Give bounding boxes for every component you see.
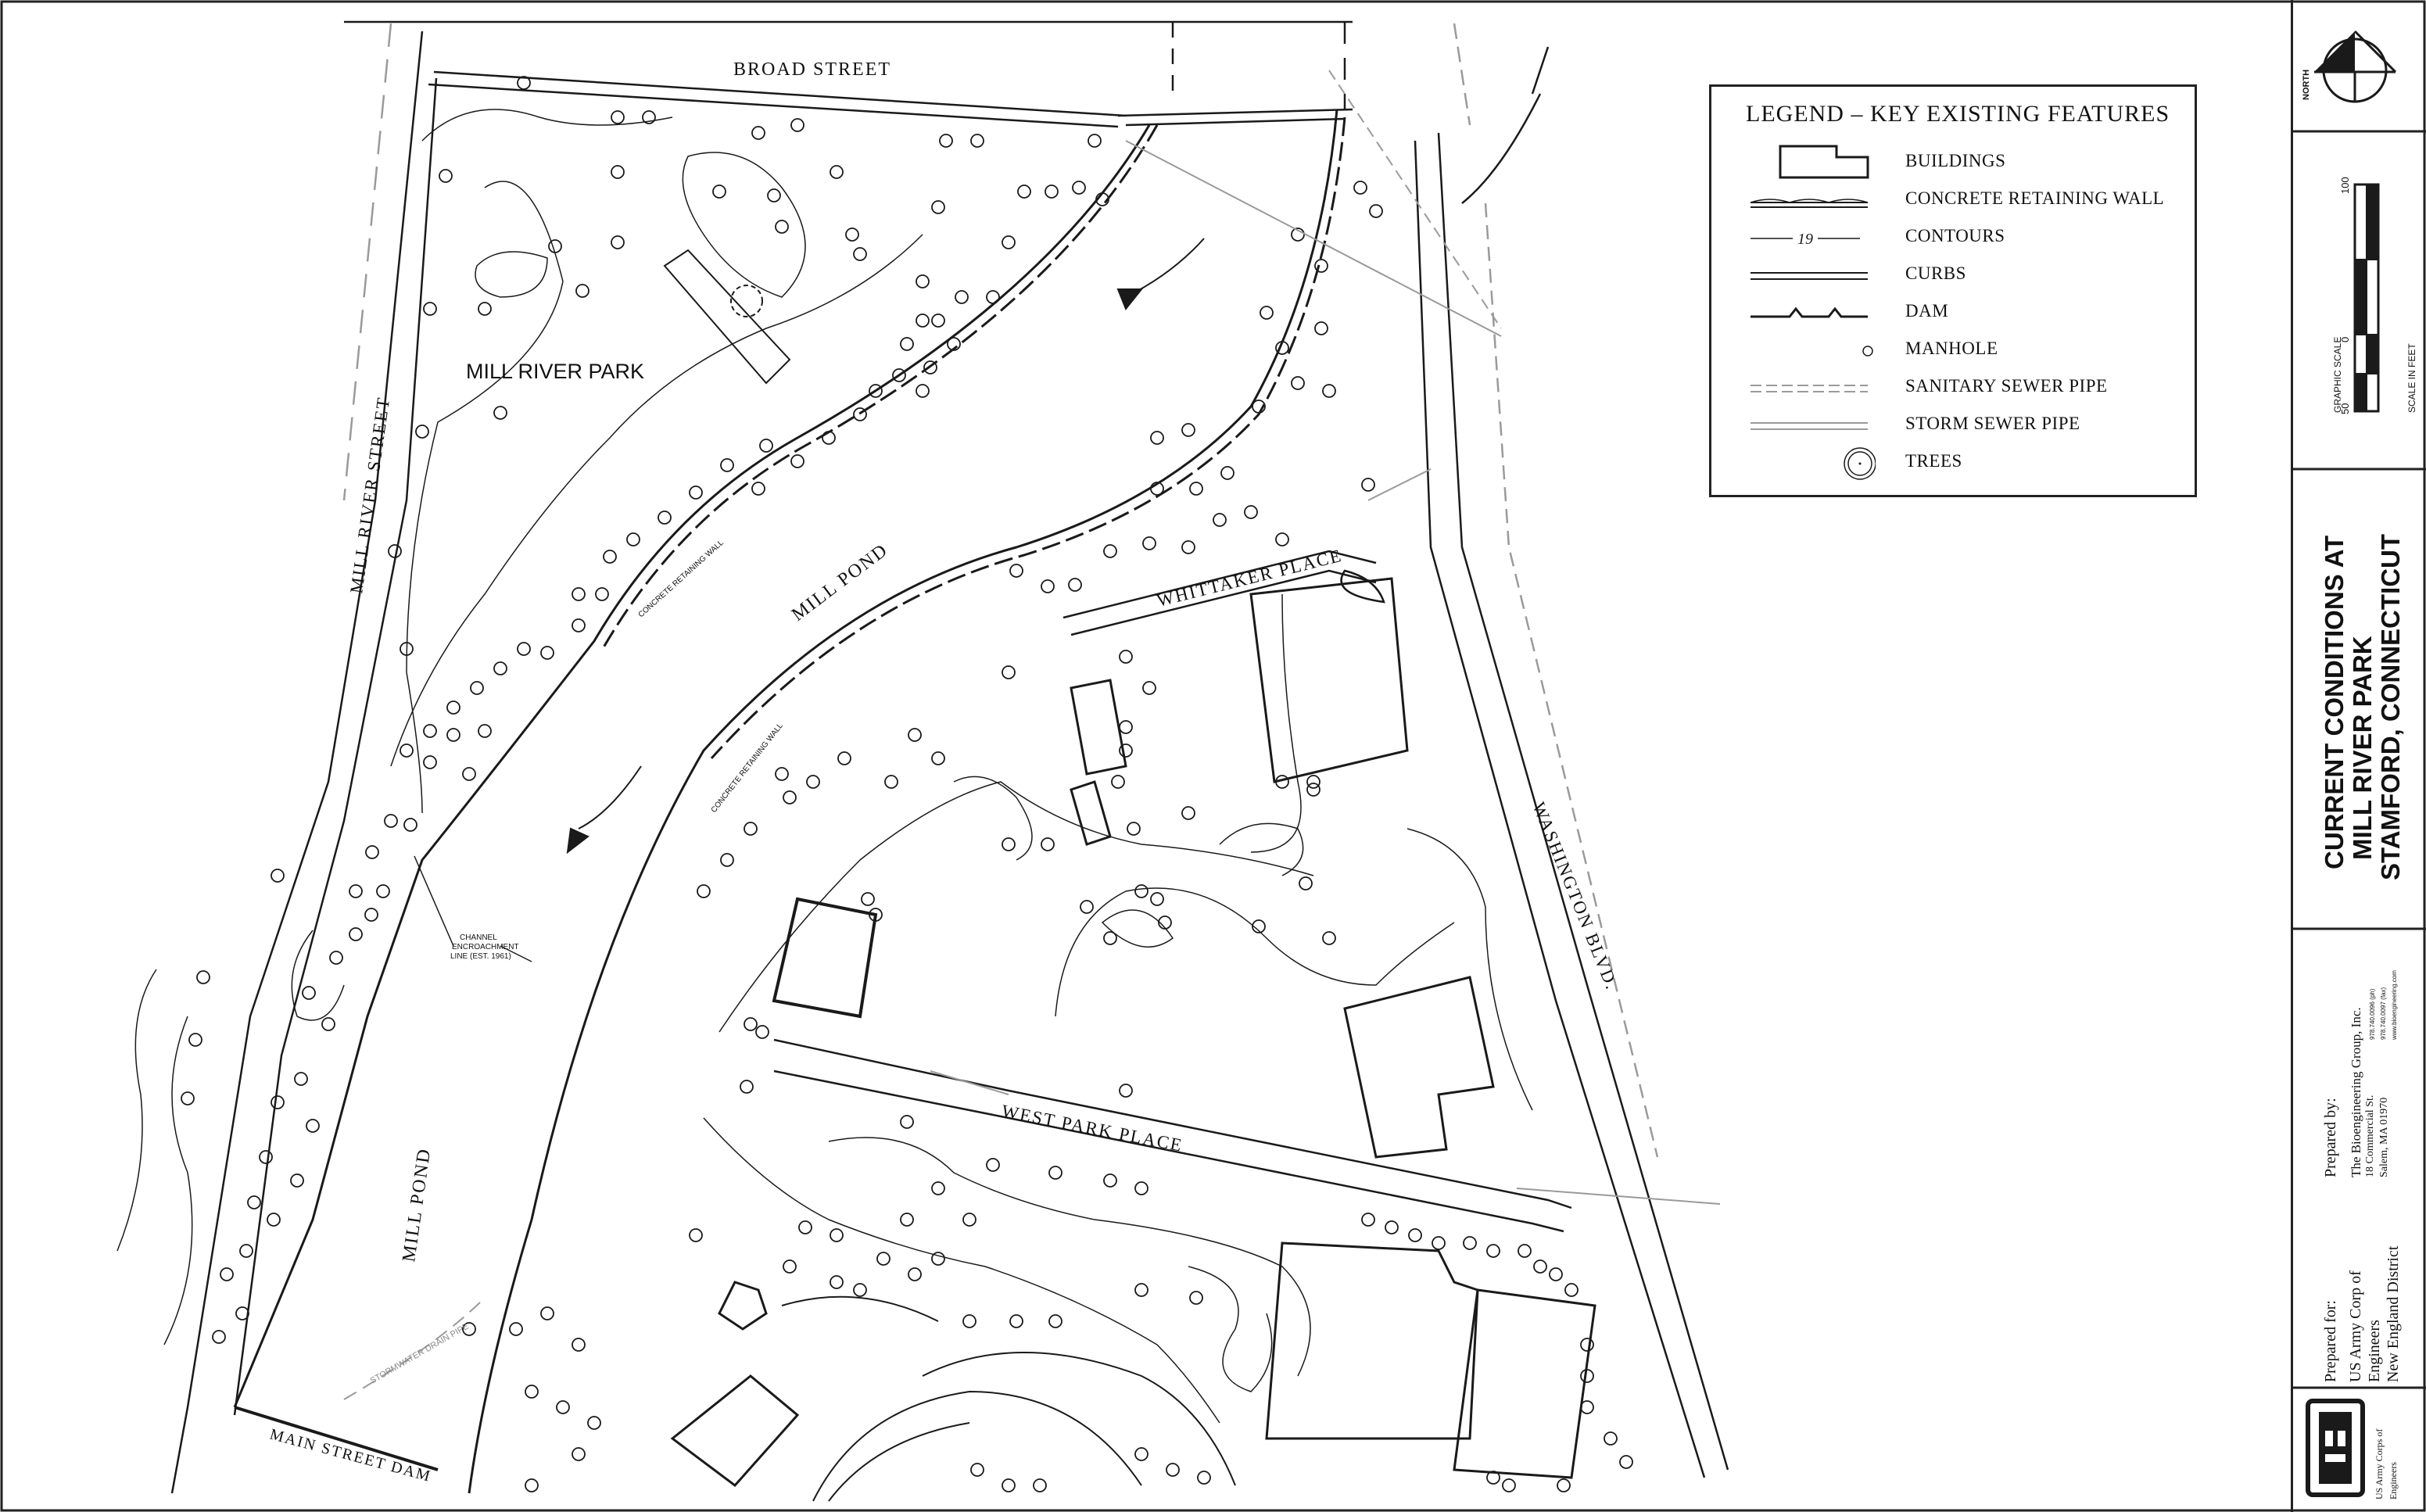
- label-mill-river-street: MILL RIVER STREET: [346, 396, 393, 595]
- legend-item-contours: 19 CONTOURS: [1711, 218, 2195, 256]
- label-storm-drain: STORMWATER DRAIN PIPE: [369, 1321, 471, 1385]
- utility-lines: [343, 70, 1721, 1400]
- legend-label-trees: TREES: [1905, 451, 1962, 471]
- label-mill-pond-upper: MILL POND: [788, 539, 892, 625]
- legend-title: LEGEND – KEY EXISTING FEATURES: [1746, 101, 2170, 127]
- scale-tick-50: 50: [2339, 403, 2351, 414]
- prepared-by-line-3: Salem, MA 01970: [2378, 1097, 2390, 1177]
- graphic-scale-bar: [2353, 183, 2380, 413]
- title-line-3: STAMFORD, CONNECTICUT: [2376, 533, 2405, 880]
- legend-item-retaining-wall: CONCRETE RETAINING WALL: [1711, 181, 2195, 218]
- map-labels: BROAD STREET MILL RIVER PARK MILL RIVER …: [268, 59, 1622, 1485]
- legend-label-storm-sewer: STORM SEWER PIPE: [1905, 414, 2080, 433]
- title-block: [2291, 130, 2426, 1389]
- legend: LEGEND – KEY EXISTING FEATURES BUILDINGS…: [1709, 84, 2197, 497]
- west-park-place-road: [773, 1038, 1572, 1233]
- washington-blvd-road: [1414, 23, 1729, 1478]
- prepared-by-line-1: The Bioengineering Group, Inc.: [2349, 1007, 2363, 1177]
- prepared-for-line-2: Engineers: [2366, 1320, 2383, 1382]
- logo-text-line-2: Engineers: [2388, 1462, 2399, 1499]
- prepared-by-website: www.bioengineering.com: [2391, 970, 2398, 1040]
- legend-item-dam: DAM: [1711, 293, 2195, 331]
- prepared-by-heading: Prepared by:: [2322, 1098, 2339, 1177]
- title-block-panel: [2291, 0, 2426, 1512]
- buildings: [663, 249, 1596, 1488]
- legend-item-curbs: CURBS: [1711, 256, 2195, 293]
- building-symbol-icon: [1779, 145, 1869, 179]
- title-line-1: CURRENT CONDITIONS AT: [2320, 535, 2349, 869]
- legend-label-dam: DAM: [1905, 301, 1949, 321]
- prepared-by-fax: 978.740.0097 (fax): [2380, 987, 2387, 1040]
- label-channel-1: CHANNEL: [460, 933, 497, 942]
- contour-lines: [116, 109, 1533, 1424]
- legend-label-retaining-wall: CONCRETE RETAINING WALL: [1905, 188, 2165, 208]
- corps-logo: [2306, 1399, 2365, 1497]
- flow-arrows: [566, 238, 1205, 855]
- park-paths: [390, 234, 923, 767]
- scale-tick-100: 100: [2339, 177, 2351, 194]
- retaining-wall-symbol-icon: [1750, 199, 1869, 208]
- legend-label-contours: CONTOURS: [1905, 226, 2005, 245]
- label-channel-3: LINE (EST. 1961): [450, 952, 511, 961]
- tree-symbol-icon: [1844, 447, 1876, 480]
- channel-leader-line: [414, 855, 532, 962]
- legend-label-buildings: BUILDINGS: [1905, 151, 2006, 170]
- legend-label-manhole: MANHOLE: [1905, 339, 1998, 358]
- prepared-for-line-1: US Army Corp of: [2347, 1270, 2364, 1382]
- label-channel-2: ENCROACHMENT: [452, 943, 519, 951]
- sanitary-sewer-symbol-icon: [1751, 385, 1868, 392]
- prepared-by-phone: 978.740.0096 (ph): [2369, 988, 2376, 1040]
- label-mill-river-park: MILL RIVER PARK: [466, 360, 644, 383]
- prepared-by-line-2: 18 Commercial St.: [2364, 1095, 2376, 1177]
- legend-item-trees: TREES: [1711, 443, 2195, 481]
- mill-river-street-road: [170, 23, 438, 1494]
- legend-item-buildings: BUILDINGS: [1711, 143, 2195, 181]
- legend-item-storm-sewer: STORM SEWER PIPE: [1711, 406, 2195, 443]
- label-west-park-place: WEST PARK PLACE: [1000, 1101, 1184, 1155]
- logo-text-line-1: US Army Corps of: [2374, 1428, 2385, 1499]
- parking-lot: [781, 1295, 1236, 1502]
- label-whittaker-place: WHITTAKER PLACE: [1155, 546, 1344, 611]
- curb-symbol-icon: [1751, 272, 1868, 280]
- label-mill-pond-lower: MILL POND: [399, 1147, 435, 1263]
- legend-item-manhole: MANHOLE: [1711, 331, 2195, 368]
- contour-sample-label: 19: [1797, 231, 1813, 248]
- label-washington-blvd: WASHINGTON BLVD.: [1528, 800, 1622, 994]
- scale-tick-0: 0: [2339, 336, 2351, 342]
- dam-symbol-icon: [1751, 306, 1868, 318]
- legend-label-curbs: CURBS: [1905, 263, 1966, 283]
- scale-caption: GRAPHIC SCALE: [2332, 336, 2343, 413]
- prepared-for-line-3: New England District: [2385, 1245, 2402, 1382]
- north-arrow-icon: [2314, 30, 2397, 103]
- legend-item-sanitary-sewer: SANITARY SEWER PIPE: [1711, 368, 2195, 406]
- label-broad-street: BROAD STREET: [733, 59, 891, 80]
- manhole-symbol-icon: [1862, 346, 1873, 357]
- prepared-for-heading: Prepared for:: [2322, 1300, 2339, 1382]
- broad-street-road: [344, 20, 1353, 128]
- label-retaining-wall-2: CONCRETE RETAINING WALL: [710, 722, 786, 815]
- trees: [181, 76, 1633, 1492]
- label-main-street-dam: MAIN STREET DAM: [268, 1426, 433, 1485]
- contour-symbol-icon: 19: [1751, 231, 1860, 248]
- title-line-2: MILL RIVER PARK: [2348, 636, 2377, 860]
- mill-pond-banks: [233, 109, 1346, 1494]
- north-label: NORTH: [2302, 69, 2311, 100]
- legend-label-sanitary-sewer: SANITARY SEWER PIPE: [1905, 376, 2108, 396]
- whittaker-place-road: [1062, 550, 1385, 636]
- scale-units: SCALE IN FEET: [2406, 343, 2417, 413]
- storm-sewer-symbol-icon: [1751, 422, 1868, 430]
